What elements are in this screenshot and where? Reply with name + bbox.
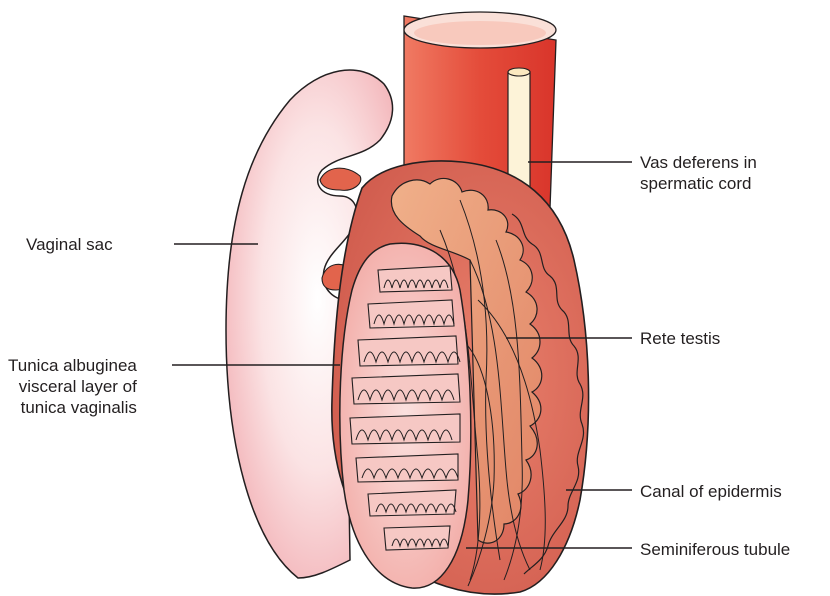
label-rete-testis: Rete testis — [640, 328, 720, 349]
label-tunica-albuginea: Tunica albuginea visceral layer of tunic… — [8, 355, 137, 418]
label-seminiferous-tubule: Seminiferous tubule — [640, 539, 790, 560]
label-canal-of-epidermis: Canal of epidermis — [640, 481, 782, 502]
label-vaginal-sac: Vaginal sac — [26, 234, 113, 255]
label-vas-deferens: Vas deferens in spermatic cord — [640, 152, 757, 194]
